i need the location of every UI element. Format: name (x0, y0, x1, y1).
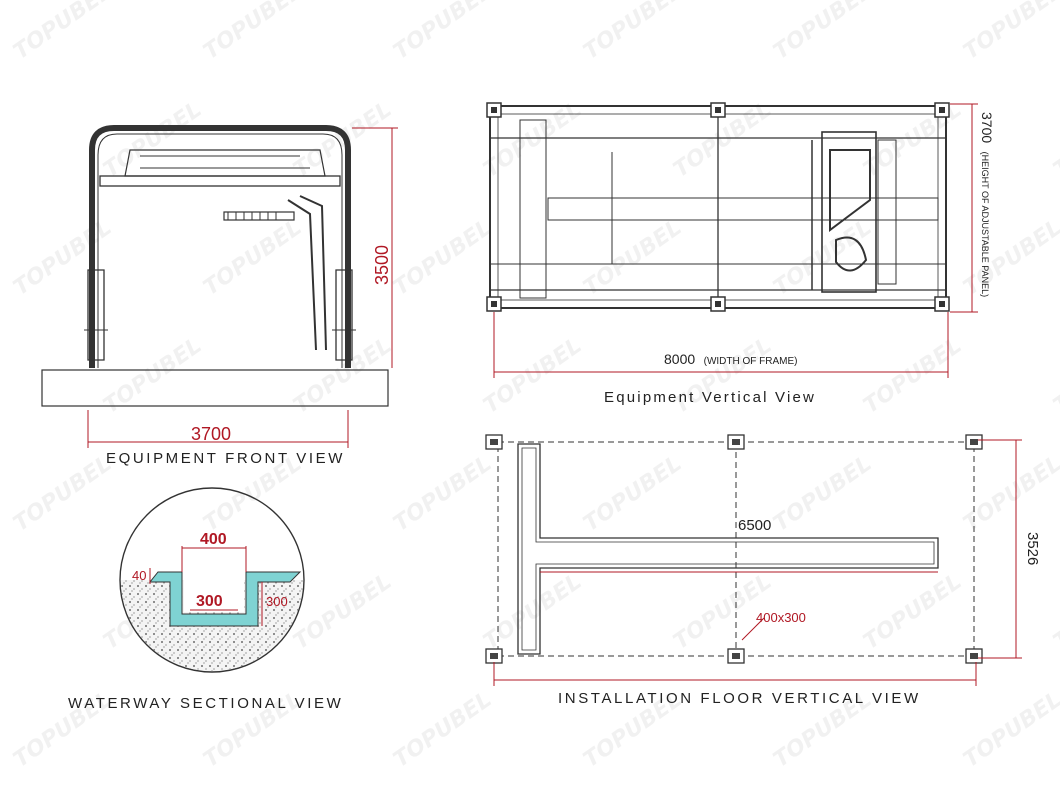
floor-anchor-pads (485, 434, 983, 664)
watermark-text: TOPUBEL (9, 451, 116, 537)
equipment-front-view: 3700 3500 EQUIPMENT FRONT VIEW (41, 125, 398, 467)
vertical-brush-unit (821, 131, 877, 293)
watermark-text: TOPUBEL (199, 215, 306, 301)
vertical-grating-center (547, 197, 939, 221)
watermark-text: TOPUBEL (389, 0, 496, 65)
floor-bottom-dimension (493, 662, 977, 686)
waterway-view-caption: WATERWAY SECTIONAL VIEW (68, 695, 343, 712)
waterway-depth-dimension: 300 (261, 582, 288, 626)
anchor-pad (727, 648, 745, 664)
watermark-text: TOPUBEL (1049, 97, 1060, 183)
vertical-view-caption: Equipment Vertical View (604, 389, 816, 406)
vertical-side-note: (HEIGHT OF ADJUSTABLE PANEL) (980, 152, 990, 298)
waterway-depth-label: 300 (266, 594, 288, 609)
watermark-text: TOPUBEL (579, 451, 686, 537)
waterway-bottom-width-label: 300 (196, 593, 223, 610)
anchor-pad (727, 434, 745, 450)
watermark-text: TOPUBEL (199, 0, 306, 65)
watermark-text: TOPUBEL (99, 97, 206, 183)
front-height-label: 3500 (372, 245, 392, 285)
anchor-pad (485, 434, 503, 450)
watermark-text: TOPUBEL (9, 0, 116, 65)
front-view-caption: EQUIPMENT FRONT VIEW (106, 450, 345, 467)
waterway-bottom-width-dimension: 300 (190, 593, 238, 611)
corner-post (934, 296, 950, 312)
floor-side-label: 3526 (1024, 532, 1041, 565)
watermark-text: TOPUBEL (9, 215, 116, 301)
watermark-text: TOPUBEL (479, 333, 586, 419)
watermark-text: TOPUBEL (769, 0, 876, 65)
anchor-pad (485, 648, 503, 664)
watermark-text: TOPUBEL (479, 569, 586, 655)
front-width-dimension: 3700 (87, 410, 349, 448)
waterway-section-circle (119, 487, 305, 673)
floor-side-dimension: 3526 (978, 439, 1041, 659)
floor-view-caption: INSTALLATION FLOOR VERTICAL VIEW (558, 690, 921, 707)
watermark-text: TOPUBEL (579, 0, 686, 65)
floor-trench-leader: 400x300 (741, 610, 806, 641)
svg-text:3700 (HEIGHT OF ADJUST: 3700 (HEIGHT OF ADJUSTABLE PANEL) (978, 112, 995, 297)
watermark-text: TOPUBEL (389, 451, 496, 537)
floor-trench-label: 400x300 (756, 610, 806, 625)
watermark-text: TOPUBEL (959, 215, 1060, 301)
waterway-lip-dimension: 40 (132, 568, 151, 584)
watermark-text: TOPUBEL (669, 333, 776, 419)
corner-post (710, 296, 726, 312)
vertical-corner-posts (486, 102, 950, 312)
watermark-text: TOPUBEL (579, 215, 686, 301)
watermark-text: TOPUBEL (959, 687, 1060, 773)
anchor-pad (965, 434, 983, 450)
vertical-side-label: 3700 (979, 112, 995, 143)
waterway-top-width-label: 400 (200, 531, 227, 548)
floor-trench (517, 443, 939, 655)
front-width-label: 3700 (191, 424, 231, 444)
vertical-grating-left (519, 119, 547, 299)
watermark-text: TOPUBEL (859, 569, 966, 655)
watermark-text: TOPUBEL (859, 333, 966, 419)
front-gantry-frame (89, 125, 351, 368)
vertical-length-dimension: 8000 (WIDTH OF FRAME) (493, 312, 949, 378)
vertical-side-dimension: 3700 (HEIGHT OF ADJUSTABLE PANEL) (950, 103, 995, 313)
corner-post (486, 102, 502, 118)
installation-floor-view: 6500 3526 400x300 INSTALLATION FLOOR VER… (485, 434, 1041, 707)
watermark-text: TOPUBEL (1049, 569, 1060, 655)
watermark-text: TOPUBEL (389, 215, 496, 301)
floor-outline (497, 441, 975, 657)
watermark-text: TOPUBEL (1049, 333, 1060, 419)
watermark-text: TOPUBEL (959, 0, 1060, 65)
watermark-text: TOPUBEL (389, 687, 496, 773)
watermark-text: TOPUBEL (289, 97, 396, 183)
corner-post (710, 102, 726, 118)
waterway-lip-label: 40 (132, 568, 146, 583)
svg-text:8000 (WIDTH OF FRAME): 8000 (WIDTH OF FRAME) (664, 351, 797, 368)
front-height-dimension: 3500 (352, 127, 398, 368)
watermark-text: TOPUBEL (289, 569, 396, 655)
waterway-channel-lining (148, 571, 302, 627)
corner-post (934, 102, 950, 118)
corner-post (486, 296, 502, 312)
floor-length-label: 6500 (738, 517, 771, 534)
front-base-slab (41, 369, 389, 407)
vertical-length-note: (WIDTH OF FRAME) (704, 356, 798, 367)
waterway-top-width-dimension: 400 (181, 531, 247, 572)
watermark-text: TOPUBEL (959, 451, 1060, 537)
anchor-pad (965, 648, 983, 664)
front-brush-arm (223, 211, 295, 221)
watermark-text: TOPUBEL (769, 451, 876, 537)
equipment-vertical-view: 8000 (WIDTH OF FRAME) 3700 (HEIGHT OF AD… (486, 102, 995, 406)
floor-length-dimension: 6500 (540, 517, 938, 573)
vertical-length-label: 8000 (664, 351, 695, 367)
